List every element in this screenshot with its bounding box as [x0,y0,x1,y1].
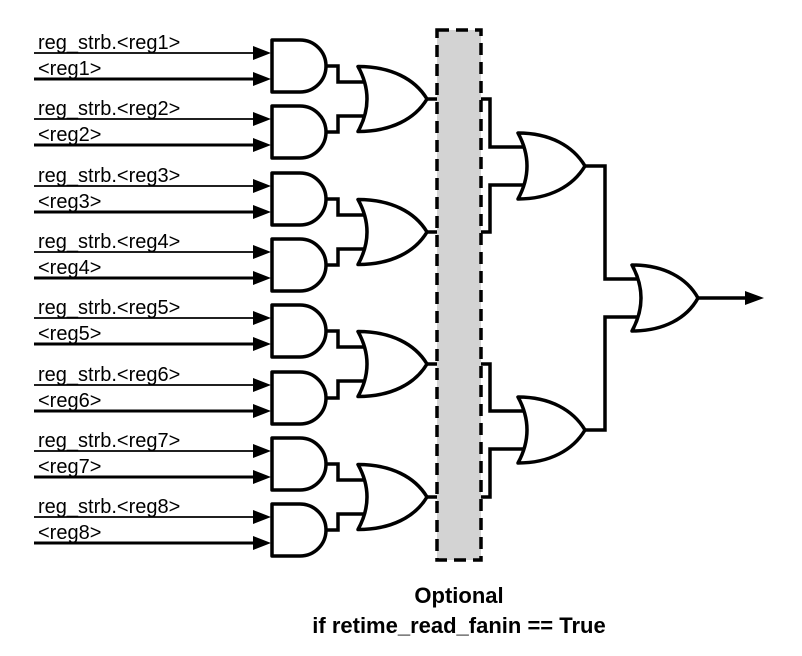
or-gate-stage3-top [516,131,587,201]
and-to-or-wire [326,512,372,532]
input-arrowhead-icon [253,271,271,285]
or-gate-final [630,263,700,333]
input-arrowhead-icon [253,311,271,325]
and-to-or-wire [326,247,372,267]
input-value-label: <reg5> [38,323,101,345]
or-gate-stage2-4 [356,462,429,532]
input-arrowhead-icon [253,179,271,193]
or3-to-final-wire [585,164,648,281]
and-to-or-wire [326,462,372,482]
input-value-label: <reg1> [38,58,101,80]
input-value-label: <reg6> [38,390,101,412]
input-strobe-label: reg_strb.<reg7> [38,430,180,452]
and-gate-7 [270,436,328,492]
and-gate-6 [270,370,328,426]
input-arrowhead-icon [253,470,271,484]
input-strobe-label: reg_strb.<reg3> [38,165,180,187]
input-value-label: <reg3> [38,191,101,213]
input-arrowhead-icon [253,138,271,152]
input-arrowhead-icon [253,337,271,351]
input-strobe-label: reg_strb.<reg2> [38,98,180,120]
and-to-or-wire [326,379,372,400]
and-gate-4 [270,237,328,293]
or-gate-stage2-2 [356,197,429,267]
input-value-label: <reg4> [38,257,101,279]
input-arrowhead-icon [253,510,271,524]
or3-to-final-wire [585,315,648,432]
input-arrowhead-icon [253,404,271,418]
caption-optional: Optional [414,583,503,608]
input-arrowhead-icon [253,46,271,60]
caption-condition: if retime_read_fanin == True [312,613,605,638]
and-gate-5 [270,303,328,359]
input-strobe-label: reg_strb.<reg5> [38,297,180,319]
input-arrowhead-icon [253,444,271,458]
or-gate-stage2-1 [356,64,429,134]
gates-layer [270,38,700,558]
arrowheads-layer [253,46,764,550]
and-gate-1 [270,38,328,94]
labels-layer: reg_strb.<reg1> <reg1> reg_strb.<reg2> <… [38,32,180,544]
and-to-or-wire [326,64,372,84]
input-strobe-label: reg_strb.<reg1> [38,32,180,54]
input-value-label: <reg8> [38,522,101,544]
output-arrowhead-icon [745,291,764,305]
and-gate-2 [270,104,328,160]
or-gate-stage2-3 [356,329,429,399]
input-arrowhead-icon [253,245,271,259]
wires-layer [34,52,747,545]
input-arrowhead-icon [253,72,271,86]
input-arrowhead-icon [253,205,271,219]
input-arrowhead-icon [253,378,271,392]
input-strobe-label: reg_strb.<reg8> [38,496,180,518]
input-strobe-label: reg_strb.<reg6> [38,364,180,386]
or-gate-stage3-bottom [516,395,587,465]
input-arrowhead-icon [253,112,271,126]
input-arrowhead-icon [253,536,271,550]
and-to-or-wire [326,197,372,217]
input-value-label: <reg7> [38,456,101,478]
and-gate-8 [270,502,328,558]
and-to-or-wire [326,114,372,134]
and-to-or-wire [326,329,372,349]
input-value-label: <reg2> [38,124,101,146]
and-gate-3 [270,171,328,227]
input-strobe-label: reg_strb.<reg4> [38,231,180,253]
optional-region [435,28,483,562]
